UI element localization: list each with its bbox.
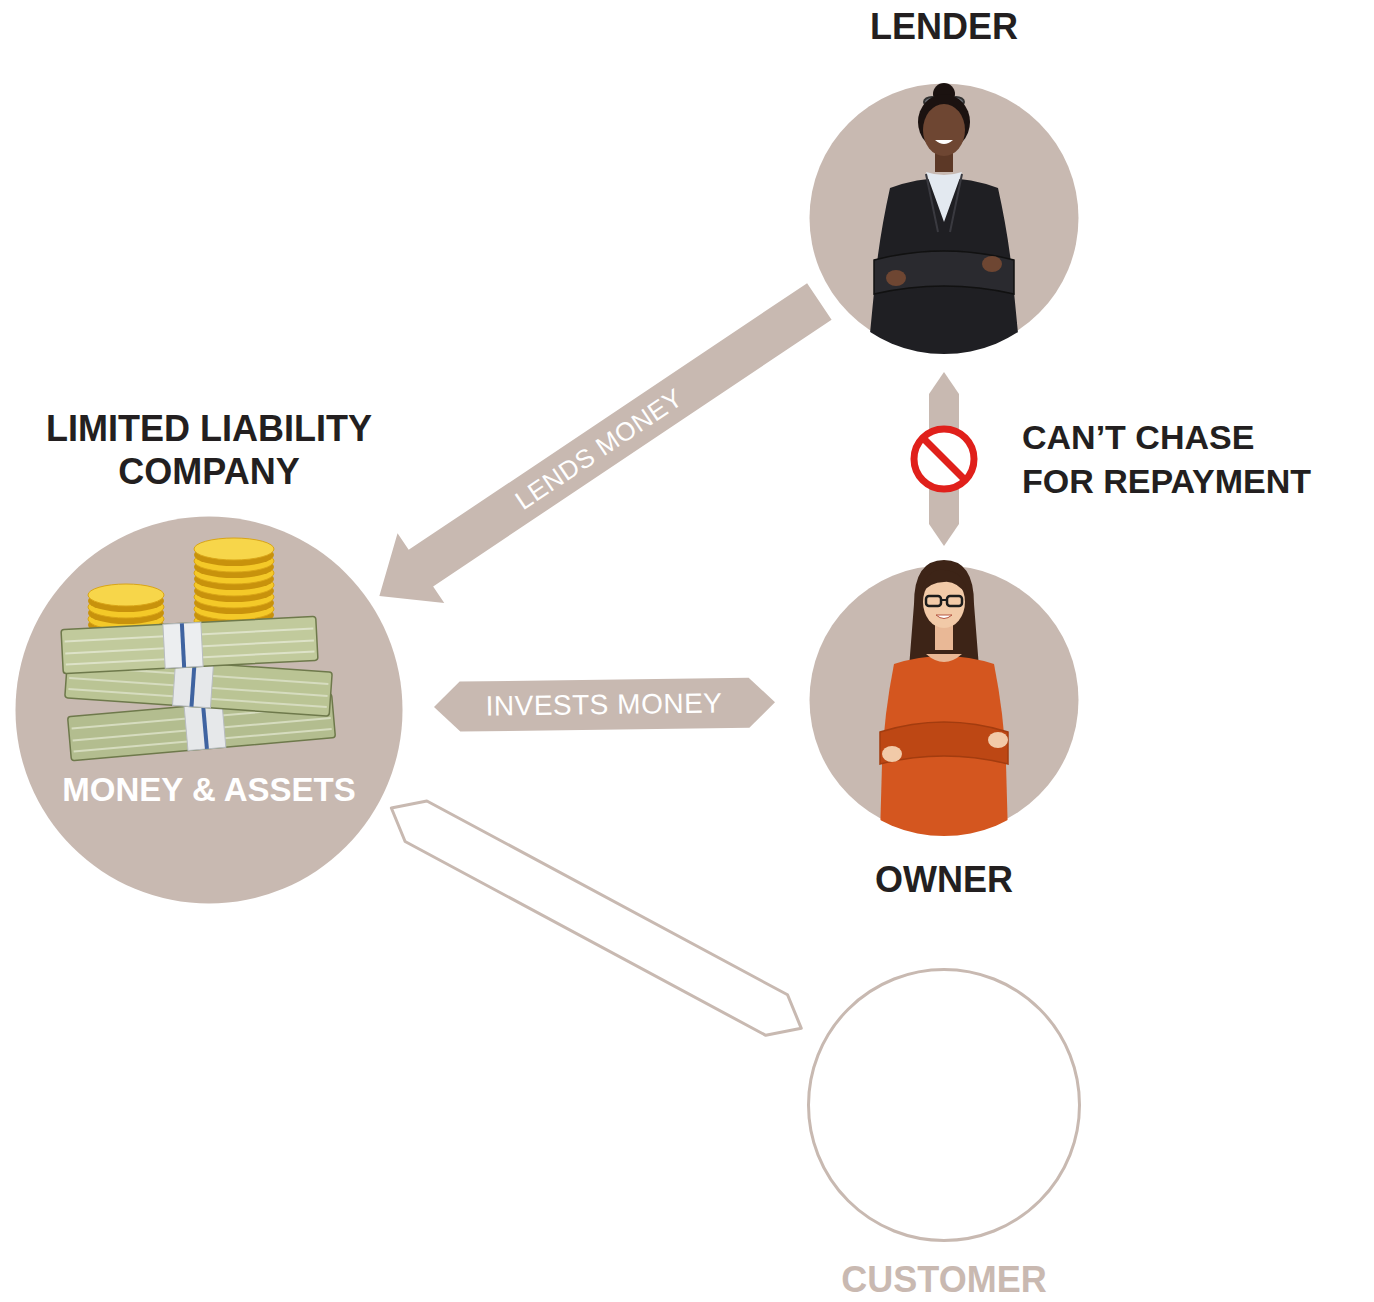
node-heading: CUSTOMER xyxy=(784,1258,1104,1301)
circle-shape xyxy=(16,517,403,904)
circle-shape xyxy=(809,970,1080,1241)
node-heading: OWNER xyxy=(794,858,1094,901)
circle-illustration xyxy=(880,560,1008,836)
circle-outline xyxy=(807,968,1081,1242)
circle-body: MONEY & ASSETS xyxy=(14,515,404,905)
circle-outline xyxy=(808,82,1080,354)
circle-outline xyxy=(808,564,1080,836)
circle-caption: MONEY & ASSETS xyxy=(14,771,404,809)
circle-outline xyxy=(14,515,404,905)
circle-illustration xyxy=(868,83,1020,354)
circle-body xyxy=(808,82,1080,354)
no-entry-ring xyxy=(914,429,974,489)
edge-label: LENDS MONEY xyxy=(511,384,687,514)
customer-arrow xyxy=(391,801,801,1035)
customer-circle: CUSTOMER xyxy=(784,968,1104,1301)
node-heading: LIMITED LIABILITY COMPANY xyxy=(9,407,409,493)
invests-arrow xyxy=(434,678,775,732)
no-chase-arrow xyxy=(929,372,959,546)
edge-label: CAN’T CHASE FOR REPAYMENT xyxy=(1022,415,1332,503)
no-entry-sign xyxy=(914,429,974,489)
lender-circle: LENDER xyxy=(794,5,1094,354)
circle-body xyxy=(807,968,1081,1242)
lends-arrow xyxy=(379,283,831,603)
node-heading: LENDER xyxy=(794,5,1094,48)
circle-illustration xyxy=(61,538,335,761)
owner-circle: OWNER xyxy=(794,564,1094,901)
no-entry-bar xyxy=(924,439,964,479)
company-circle: LIMITED LIABILITY COMPANY MONEY & ASSETS xyxy=(9,407,409,905)
circle-body xyxy=(808,564,1080,836)
edge-label: INVESTS MONEY xyxy=(486,689,723,720)
